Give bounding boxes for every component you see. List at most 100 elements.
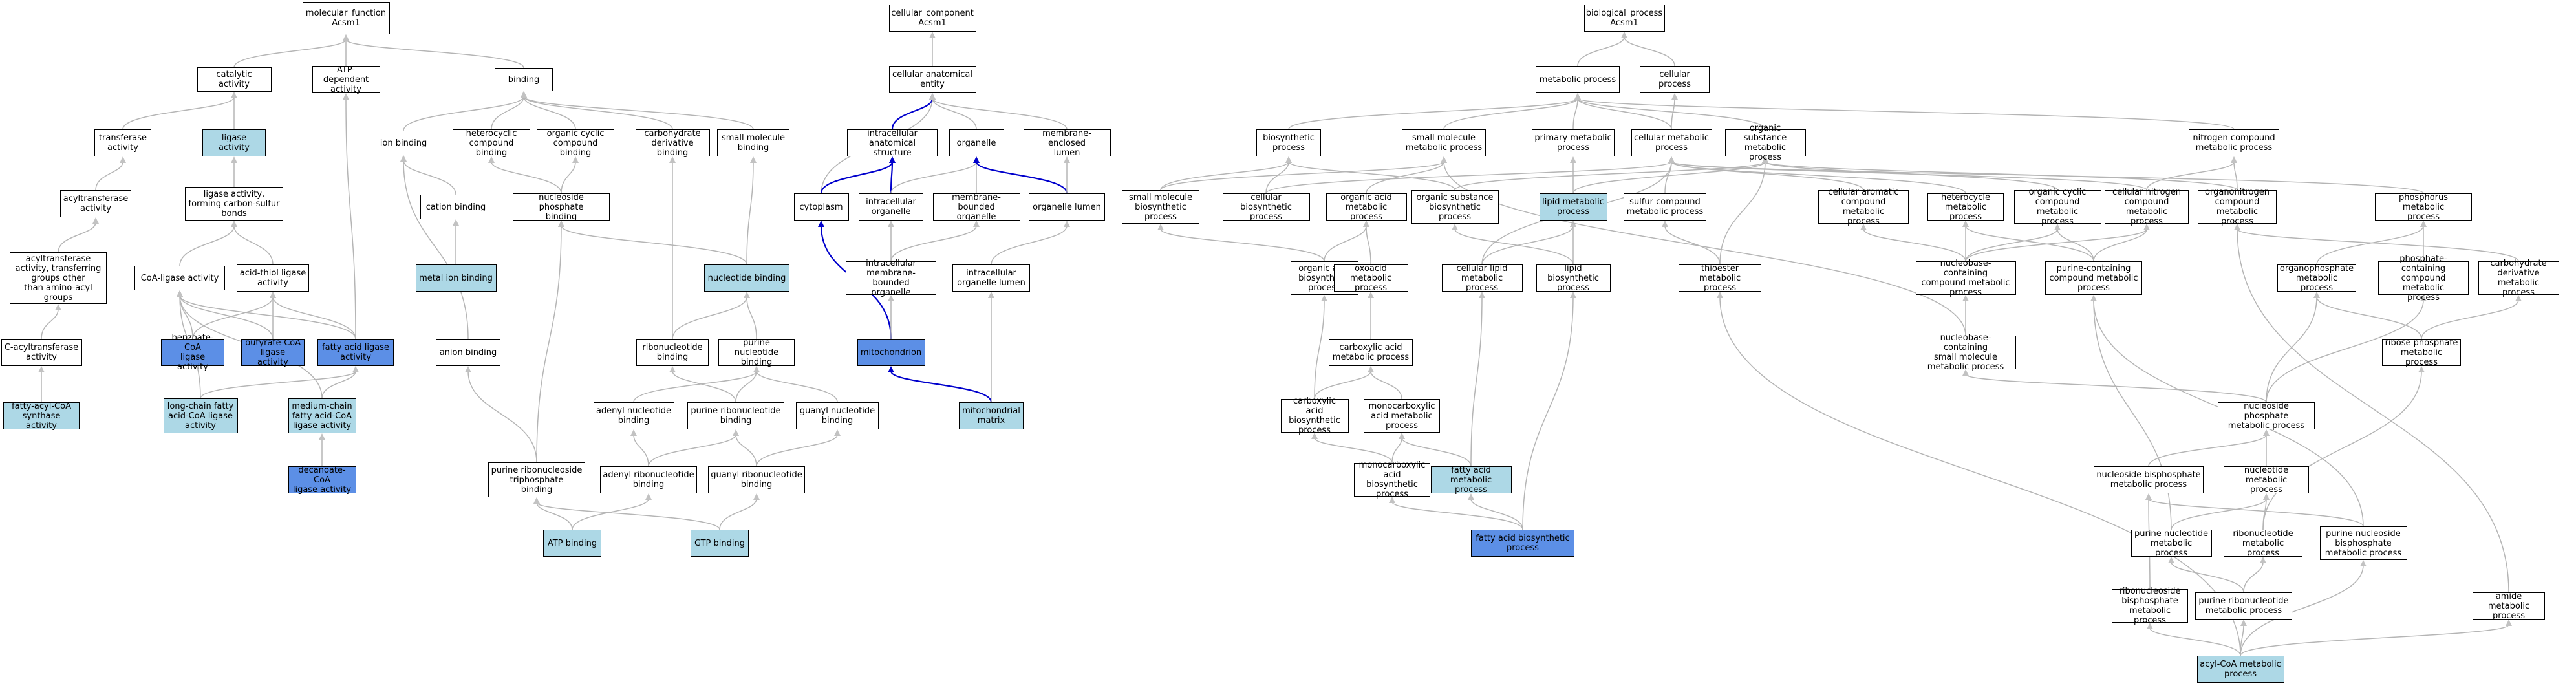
- arrowhead-lipidbiosyn-to-lipidmet: [1570, 221, 1576, 227]
- edge-ionb-to-binding: [403, 96, 524, 131]
- go-term-orgcycb: organic cyclic compound binding: [537, 129, 614, 158]
- go-term-smbiosyn: small molecule biosynthetic process: [1122, 190, 1199, 224]
- go-term-monocarbmet: monocarboxylic acid metabolic process: [1364, 399, 1440, 433]
- edge-gtpb-to-purtrib: [536, 502, 720, 530]
- arrowhead-purcontmet-to-orgcycmet: [2054, 224, 2061, 230]
- arrowhead-binding-to-mf: [343, 34, 349, 41]
- edge-lipidbiosyn-to-orgsubbiosyn: [1454, 228, 1574, 265]
- arrowhead-purnb-to-nucb: [744, 292, 750, 298]
- edge-famet-to-celllipid: [1470, 296, 1483, 467]
- arrowhead-lipidbiosyn-to-orgsubbiosyn: [1452, 224, 1458, 230]
- edge-heterob-to-binding: [491, 96, 524, 130]
- arrowhead-orgacidbiosyn-to-smbiosyn: [1157, 224, 1164, 230]
- arrowhead-purribb-to-ribob: [669, 366, 676, 372]
- go-term-coalig: CoA-ligase activity: [134, 266, 225, 290]
- edge-orglumen-to-organelle: [975, 161, 1068, 194]
- go-term-nucbasesm: nucleobase-containing small molecule met…: [1915, 333, 2016, 372]
- arrowhead-orgnitmet-to-nitmet: [2231, 156, 2237, 163]
- arrowhead-fal-to-acidthiol: [270, 292, 276, 298]
- edge-orgsubmet-to-metab: [1577, 98, 1766, 130]
- go-term-nucphosmet: nucleoside phosphate metabolic process: [2218, 402, 2315, 431]
- go-term-bp: biological_process Acsm1: [1583, 5, 1665, 32]
- arrowhead-smallb-to-binding: [521, 91, 527, 98]
- arrowhead-purtrib-to-nucphosb: [558, 221, 564, 227]
- edge-orgacidbiosyn-to-smbiosyn: [1160, 228, 1325, 262]
- edge-cellbiosyn-to-biosyn: [1265, 161, 1289, 194]
- arrowhead-mito-to-intramemb: [888, 295, 894, 301]
- arrowhead-nucphosb-to-heterob: [488, 156, 495, 163]
- arrowhead-ribnucmet-to-nucmet: [2263, 493, 2270, 500]
- go-term-nucphosb: nucleoside phosphate binding: [513, 193, 610, 222]
- arrowhead-oxoacid-to-orgacidmet: [1363, 221, 1369, 227]
- go-term-membound: membrane-bounded organelle: [932, 193, 1020, 222]
- edge-orgacidmet-to-smmet: [1366, 161, 1444, 194]
- edge-heteromet-to-cellmet: [1671, 161, 1966, 194]
- arrowhead-fal-to-atpdep: [343, 93, 349, 100]
- arrowhead-orglumen-to-organelle: [973, 156, 980, 163]
- edge-lcfa-to-fal: [200, 371, 356, 399]
- edge-acyltr-to-transf: [95, 161, 123, 191]
- go-term-nucbismet: nucleoside bisphosphate metabolic proces…: [2094, 466, 2204, 493]
- go-term-transf: transferase activity: [94, 129, 151, 156]
- edge-cellmet-to-cellproc: [1671, 98, 1675, 130]
- edge-carbderivmet-to-orgnitmet: [2237, 228, 2519, 262]
- edge-purcontmet-to-heteromet: [1965, 225, 2094, 262]
- edge-benz-to-acidthiol: [192, 296, 274, 340]
- edge-famet-to-monocarbmet: [1401, 437, 1472, 467]
- arrowhead-orgsubbiosyn-to-biosyn: [1285, 156, 1292, 163]
- edge-thioester-to-sulfmet: [1664, 225, 1721, 265]
- go-term-guanb: guanyl nucleotide binding: [796, 402, 879, 429]
- edge-ribnucmet-to-ribphos: [2262, 371, 2422, 530]
- go-term-acyltr2: acyltransferase activity, transferring g…: [10, 252, 107, 304]
- edge-purribb-to-ribob: [672, 371, 736, 403]
- go-term-nucmet: nucleotide metabolic process: [2224, 466, 2309, 495]
- arrowhead-famet-to-celllipid: [1479, 292, 1485, 298]
- edge-acylcoa-to-purnucbis: [2240, 565, 2364, 656]
- edge-cellmet-to-metab: [1577, 98, 1672, 130]
- edge-mcfa-to-fal: [321, 371, 356, 399]
- go-term-nitmet: nitrogen compound metabolic process: [2189, 129, 2279, 156]
- edge-fal-to-atpdep: [345, 98, 356, 340]
- edge-adenb-to-purnb: [633, 371, 757, 403]
- go-term-anionb: anion binding: [436, 339, 500, 366]
- go-term-biosyn: biosynthetic process: [1256, 129, 1321, 156]
- arrowhead-ligase-to-cat: [231, 92, 237, 98]
- arrowhead-ribbisphos-to-nucbismet: [2145, 493, 2152, 500]
- go-term-purtrib: purine ribonucleoside triphosphate bindi…: [488, 462, 585, 497]
- arrowhead-purribnucmet-to-ribnucmet: [2260, 557, 2266, 563]
- edge-primmet-to-metab: [1572, 98, 1578, 130]
- go-term-thioester: thioester metabolic process: [1679, 264, 1761, 293]
- go-term-metalb: metal ion binding: [415, 264, 497, 292]
- edge-nucphosb-to-heterob: [491, 161, 562, 194]
- arrowhead-nucmet-to-nucphosmet: [2263, 429, 2270, 436]
- edge-guanribb-to-purribb: [735, 434, 757, 467]
- edge-phosmet-to-cellmet: [1671, 161, 2424, 194]
- edge-intraorg-to-organelle: [890, 161, 977, 194]
- edge-fal-to-coalig: [179, 295, 356, 340]
- edge-smbiosyn-to-biosyn: [1160, 161, 1289, 191]
- edge-ias-to-cae: [891, 98, 934, 130]
- arrowhead-purcontmet-to-heteromet: [1962, 221, 1969, 227]
- go-term-nucb: nucleotide binding: [704, 264, 789, 292]
- go-term-acidthiol: acid-thiol ligase activity: [237, 264, 309, 292]
- go-term-gtpb: GTP binding: [691, 530, 749, 557]
- arrowhead-thioester-to-orgsubmet: [1762, 156, 1768, 163]
- arrowhead-nucb-to-smallb: [750, 156, 757, 163]
- arrowhead-ligcs-to-ligase: [231, 156, 237, 163]
- edge-smbiosyn-to-smmet: [1160, 161, 1444, 191]
- arrowhead-monocarbmet-to-carbacid: [1368, 366, 1374, 372]
- edge-carbob-to-binding: [523, 96, 673, 130]
- go-term-cat: catalytic activity: [197, 67, 272, 92]
- edge-transf-to-cat: [122, 96, 235, 130]
- edge-purribnucmet-to-ribnucmet: [2243, 561, 2264, 593]
- go-term-purnb: purine nucleotide binding: [718, 338, 795, 367]
- arrowhead-acylcoa-to-ribbisphos: [2147, 623, 2153, 629]
- go-term-carbob: carbohydrate derivative binding: [635, 129, 710, 158]
- arrowhead-anionb-to-ionb: [400, 155, 407, 162]
- go-term-celllipid: cellular lipid metabolic process: [1441, 264, 1523, 293]
- arrowhead-acyltr-to-transf: [120, 156, 126, 163]
- edge-celllipid-to-lipidmet: [1481, 225, 1574, 265]
- go-term-purribb: purine ribonucleotide binding: [687, 402, 784, 429]
- arrowhead-mcfa-to-coalig: [177, 290, 183, 297]
